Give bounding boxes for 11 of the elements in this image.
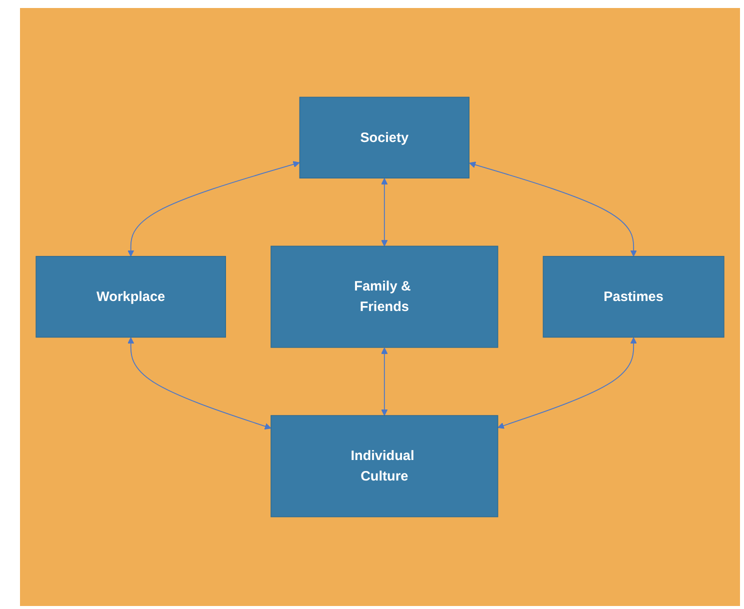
arrow xyxy=(469,162,637,257)
arrow xyxy=(498,337,637,429)
node-box: Workplace xyxy=(36,256,226,338)
node-box: Individual Culture xyxy=(270,415,498,518)
arrow xyxy=(381,178,388,246)
node-box: Family & Friends xyxy=(270,246,498,348)
node-box: Society xyxy=(299,96,470,178)
arrow xyxy=(128,161,300,257)
arrow xyxy=(128,337,272,430)
arrow xyxy=(381,347,388,416)
node-box: Pastimes xyxy=(542,256,724,338)
